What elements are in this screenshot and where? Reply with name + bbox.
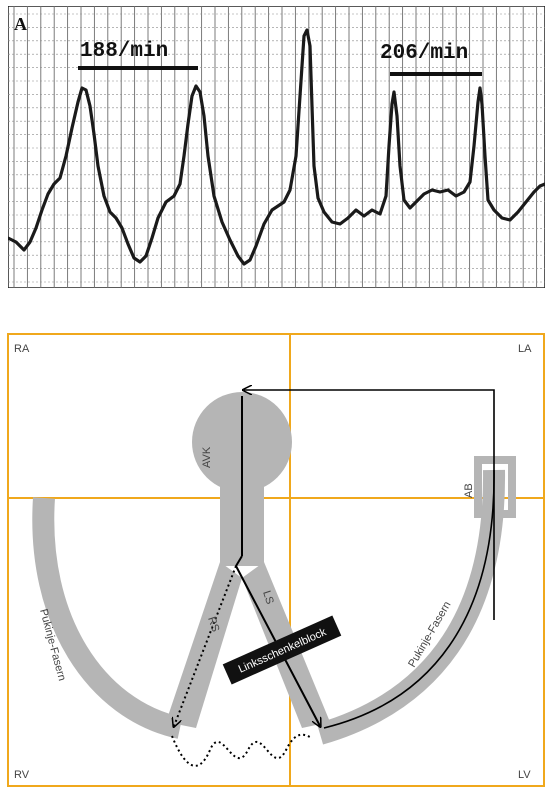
- conduction-diagram: RA LA RV LV AVK AB RS LS Pukinje-Fasern …: [7, 333, 545, 787]
- quadrant-label-ra: RA: [14, 343, 30, 355]
- purkinje-left-band: [32, 497, 183, 739]
- ab-connector: [474, 456, 516, 518]
- diagram-frame: [7, 333, 545, 787]
- rs-label: RS: [205, 615, 221, 633]
- ab-label: AB: [463, 483, 475, 498]
- av-trunk: [220, 550, 264, 566]
- ls-label: LS: [260, 589, 276, 606]
- quadrant-label-lv: LV: [518, 769, 531, 781]
- conduction-path-purkinje-right: [323, 469, 495, 729]
- right-bundle-branch: [166, 562, 242, 728]
- rate-label-left: 188/min: [80, 40, 168, 63]
- conduction-path-main: [244, 390, 495, 620]
- ecg-trace: [8, 28, 545, 266]
- purkinje-right-band: [316, 469, 506, 745]
- ecg-strip: A 188/min 206/min: [8, 6, 545, 288]
- rate-label-right: 206/min: [380, 42, 468, 65]
- panel-label: A: [14, 14, 27, 34]
- quadrant-label-rv: RV: [14, 769, 30, 781]
- quadrant-label-la: LA: [518, 343, 532, 355]
- avk-label: AVK: [201, 446, 213, 468]
- conduction-path-right-branch-dotted: [174, 565, 237, 726]
